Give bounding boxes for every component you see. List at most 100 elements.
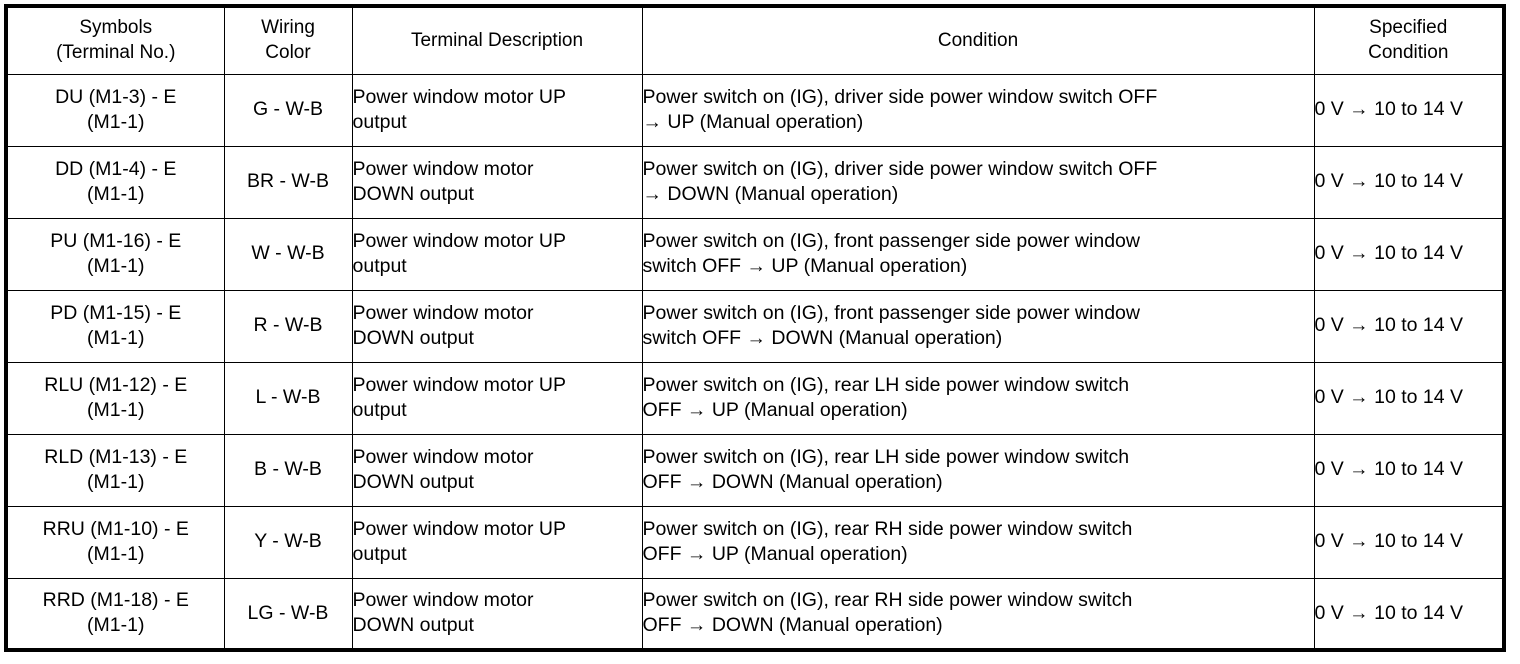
condition-line1: Power switch on (IG), rear LH side power… [642, 445, 1130, 468]
column-header-condition: Condition [641, 5, 1315, 75]
table-body: DU (M1-3) - E (M1-1) G - W-B Power windo… [5, 73, 1505, 651]
description-line2: DOWN output [352, 614, 474, 637]
condition-line1: Power switch on (IG), front passenger si… [642, 229, 1140, 252]
condition-line1: Power switch on (IG), front passenger si… [642, 301, 1140, 324]
cell-symbol: RRU (M1-10) - E (M1-1) [5, 505, 225, 579]
condition-line2: OFF → UP (Manual operation) [642, 543, 908, 565]
condition-line2: → DOWN (Manual operation) [642, 183, 899, 205]
symbol-line2: (M1-1) [87, 183, 145, 205]
cell-symbol: RLD (M1-13) - E (M1-1) [5, 433, 225, 507]
cell-wiring-color: G - W-B [223, 73, 353, 147]
symbol-line1: DU (M1-3) - E [55, 85, 177, 108]
symbol-line1: RRU (M1-10) - E [42, 517, 189, 540]
cell-specified-condition: 0 V → 10 to 14 V [1313, 433, 1505, 507]
cell-wiring-color: Y - W-B [223, 505, 353, 579]
cell-wiring-color: R - W-B [223, 289, 353, 363]
symbol-line2: (M1-1) [87, 327, 145, 349]
table-row: RLD (M1-13) - E (M1-1) B - W-B Power win… [5, 433, 1505, 507]
cell-terminal-description: Power window motor DOWN output [351, 577, 643, 651]
table-row: PU (M1-16) - E (M1-1) W - W-B Power wind… [5, 217, 1505, 291]
cell-specified-condition: 0 V → 10 to 14 V [1313, 217, 1505, 291]
cell-specified-condition: 0 V → 10 to 14 V [1313, 577, 1505, 651]
table-row: RLU (M1-12) - E (M1-1) L - W-B Power win… [5, 361, 1505, 435]
condition-line1: Power switch on (IG), driver side power … [642, 85, 1158, 108]
condition-line2: OFF → DOWN (Manual operation) [642, 471, 943, 493]
cell-terminal-description: Power window motor UP output [351, 361, 643, 435]
cell-condition: Power switch on (IG), driver side power … [641, 73, 1315, 147]
cell-terminal-description: Power window motor DOWN output [351, 289, 643, 363]
cell-terminal-description: Power window motor DOWN output [351, 433, 643, 507]
symbol-line2: (M1-1) [87, 255, 145, 277]
column-header-specified-condition-line2: Condition [1368, 41, 1449, 63]
cell-terminal-description: Power window motor UP output [351, 73, 643, 147]
cell-terminal-description: Power window motor UP output [351, 217, 643, 291]
cell-symbol: PU (M1-16) - E (M1-1) [5, 217, 225, 291]
cell-specified-condition: 0 V → 10 to 14 V [1313, 505, 1505, 579]
cell-symbol: DD (M1-4) - E (M1-1) [5, 145, 225, 219]
condition-line2: OFF → UP (Manual operation) [642, 399, 908, 421]
condition-line1: Power switch on (IG), rear RH side power… [642, 588, 1133, 611]
description-line2: output [352, 543, 407, 565]
condition-line2: → UP (Manual operation) [642, 111, 864, 133]
description-line1: Power window motor [352, 588, 534, 611]
condition-line1: Power switch on (IG), rear LH side power… [642, 373, 1130, 396]
table-header-row: Symbols (Terminal No.) Wiring Color Term… [5, 5, 1505, 75]
description-line2: DOWN output [352, 327, 474, 349]
terminal-inspection-table: Symbols (Terminal No.) Wiring Color Term… [4, 4, 1506, 652]
condition-line2: switch OFF → UP (Manual operation) [642, 255, 968, 277]
symbol-line1: RRD (M1-18) - E [42, 588, 189, 611]
description-line1: Power window motor [352, 301, 534, 324]
cell-terminal-description: Power window motor DOWN output [351, 145, 643, 219]
column-header-symbols-line1: Symbols [79, 17, 153, 39]
cell-wiring-color: B - W-B [223, 433, 353, 507]
cell-condition: Power switch on (IG), rear LH side power… [641, 361, 1315, 435]
column-header-symbols-line2: (Terminal No.) [56, 41, 176, 63]
column-header-condition-line1: Condition [937, 29, 1019, 51]
symbol-line2: (M1-1) [87, 614, 145, 637]
description-line1: Power window motor UP [352, 373, 567, 396]
cell-terminal-description: Power window motor UP output [351, 505, 643, 579]
description-line2: DOWN output [352, 471, 474, 493]
table-row: RRD (M1-18) - E (M1-1) LG - W-B Power wi… [5, 577, 1505, 651]
symbol-line1: RLU (M1-12) - E [44, 373, 188, 396]
symbol-line2: (M1-1) [87, 543, 145, 565]
description-line2: output [352, 255, 407, 277]
cell-condition: Power switch on (IG), driver side power … [641, 145, 1315, 219]
cell-specified-condition: 0 V → 10 to 14 V [1313, 289, 1505, 363]
cell-wiring-color: L - W-B [223, 361, 353, 435]
symbol-line1: DD (M1-4) - E [55, 157, 177, 180]
symbol-line2: (M1-1) [87, 111, 145, 133]
symbol-line2: (M1-1) [87, 399, 145, 421]
column-header-terminal-description-line1: Terminal Description [410, 29, 584, 51]
cell-wiring-color: LG - W-B [223, 577, 353, 651]
cell-wiring-color: W - W-B [223, 217, 353, 291]
cell-condition: Power switch on (IG), front passenger si… [641, 217, 1315, 291]
description-line2: DOWN output [352, 183, 474, 205]
column-header-specified-condition: Specified Condition [1313, 5, 1505, 75]
cell-specified-condition: 0 V → 10 to 14 V [1313, 73, 1505, 147]
cell-condition: Power switch on (IG), front passenger si… [641, 289, 1315, 363]
column-header-wiring-color-line2: Color [265, 41, 311, 63]
condition-line1: Power switch on (IG), rear RH side power… [642, 517, 1133, 540]
symbol-line2: (M1-1) [87, 471, 145, 493]
description-line1: Power window motor [352, 157, 534, 180]
column-header-wiring-color-line1: Wiring [261, 17, 315, 39]
column-header-symbols: Symbols (Terminal No.) [5, 5, 225, 75]
column-header-wiring-color: Wiring Color [223, 5, 353, 75]
cell-wiring-color: BR - W-B [223, 145, 353, 219]
cell-condition: Power switch on (IG), rear LH side power… [641, 433, 1315, 507]
symbol-line1: RLD (M1-13) - E [44, 445, 188, 468]
table-row: RRU (M1-10) - E (M1-1) Y - W-B Power win… [5, 505, 1505, 579]
table-row: PD (M1-15) - E (M1-1) R - W-B Power wind… [5, 289, 1505, 363]
cell-symbol: DU (M1-3) - E (M1-1) [5, 73, 225, 147]
table-row: DU (M1-3) - E (M1-1) G - W-B Power windo… [5, 73, 1505, 147]
condition-line2: OFF → DOWN (Manual operation) [642, 614, 943, 637]
description-line2: output [352, 111, 407, 133]
description-line1: Power window motor [352, 445, 534, 468]
condition-line2: switch OFF → DOWN (Manual operation) [642, 327, 1003, 349]
cell-specified-condition: 0 V → 10 to 14 V [1313, 145, 1505, 219]
column-header-terminal-description: Terminal Description [351, 5, 643, 75]
symbol-line1: PD (M1-15) - E [50, 301, 182, 324]
cell-condition: Power switch on (IG), rear RH side power… [641, 505, 1315, 579]
description-line1: Power window motor UP [352, 85, 567, 108]
